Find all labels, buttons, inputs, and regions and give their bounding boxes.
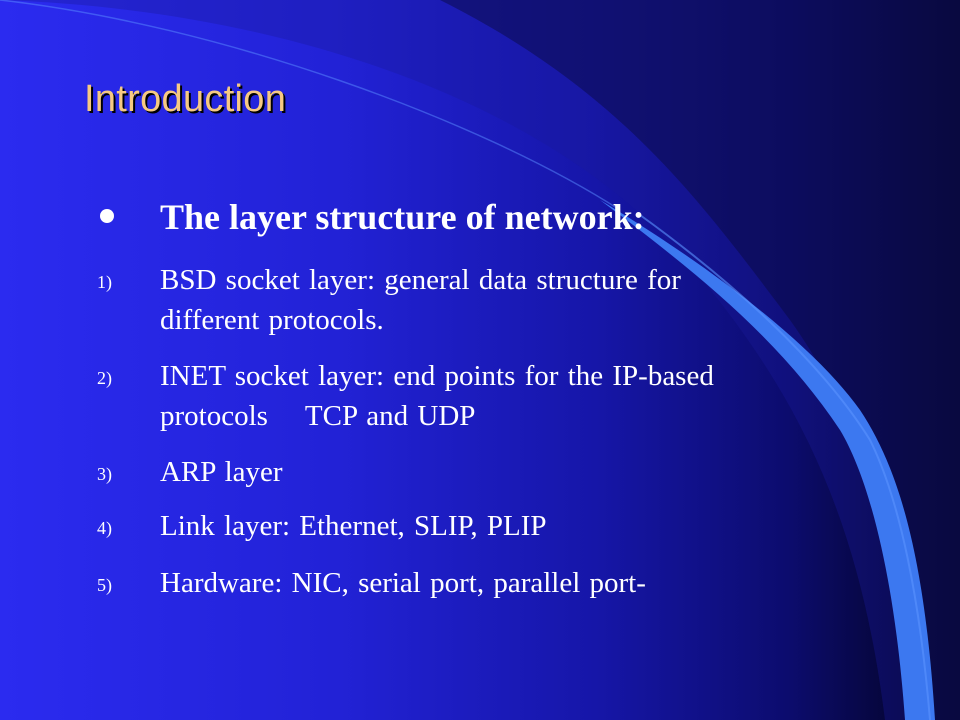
list-item-line: Link layer: Ethernet, SLIP, PLIP xyxy=(160,510,547,542)
list-item-number: 4) xyxy=(97,518,112,538)
list-item-number: 1) xyxy=(97,272,112,292)
list-item-text: BSD socket layer: general data structure… xyxy=(160,260,850,340)
list-item-line: protocols TCP and UDP xyxy=(160,400,476,432)
list-item-number: 2) xyxy=(97,368,112,388)
slide-heading: The layer structure of network: xyxy=(160,197,645,237)
list-item-text: Hardware: NIC, serial port, parallel por… xyxy=(160,563,850,603)
list-item-line: Hardware: NIC, serial port, parallel por… xyxy=(160,567,646,599)
list-item-line: ARP layer xyxy=(160,456,283,488)
slide-title: Introduction xyxy=(84,78,287,120)
list-item-text: INET socket layer: end points for the IP… xyxy=(160,356,850,436)
bullet-dot-icon xyxy=(100,209,114,223)
list-item-line: INET socket layer: end points for the IP… xyxy=(160,360,714,392)
list-item-number: 5) xyxy=(97,575,112,595)
list-item-text: Link layer: Ethernet, SLIP, PLIP xyxy=(160,506,850,546)
list-item-line: BSD socket layer: general data structure… xyxy=(160,264,681,296)
list-item-line: different protocols. xyxy=(160,304,384,336)
list-item-number: 3) xyxy=(97,464,112,484)
list-item-text: ARP layer xyxy=(160,452,850,492)
